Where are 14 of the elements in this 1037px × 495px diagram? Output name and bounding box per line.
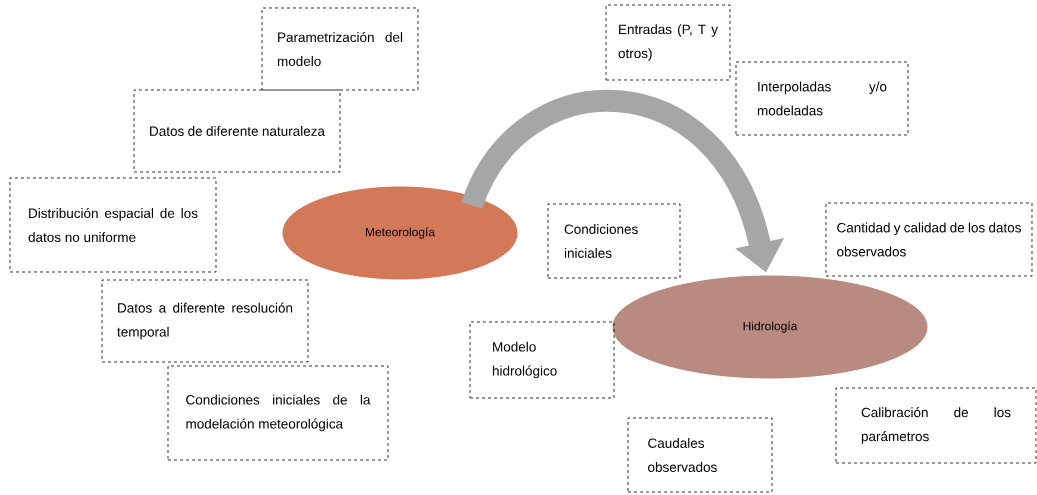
dashed-box: Interpoladas y/o modeladas (735, 61, 909, 136)
dashed-box: Datos de diferente naturaleza (133, 89, 341, 173)
dashed-box: Datos a diferente resolución temporal (101, 279, 309, 363)
ellipse-node: Meteorología (281, 185, 519, 281)
dashed-box: Modelo hidrológico (469, 321, 615, 399)
dashed-box: Entradas (P, T y otros) (605, 4, 731, 81)
ellipse-node: Hidrología (611, 274, 929, 380)
dashed-box: Calibración de los parámetros (835, 387, 1037, 464)
dashed-box: Condiciones iniciales (547, 203, 681, 279)
dashed-box: Condiciones iniciales de la modelación meteorológica (167, 365, 389, 461)
dashed-box: Parametrización del modelo (261, 7, 419, 91)
dashed-box: Distribución espacial de los datos no uniforme (9, 177, 217, 273)
dashed-box: Cantidad y calidad de los datos observados (825, 202, 1033, 277)
dashed-box: Caudales observados (627, 417, 773, 493)
